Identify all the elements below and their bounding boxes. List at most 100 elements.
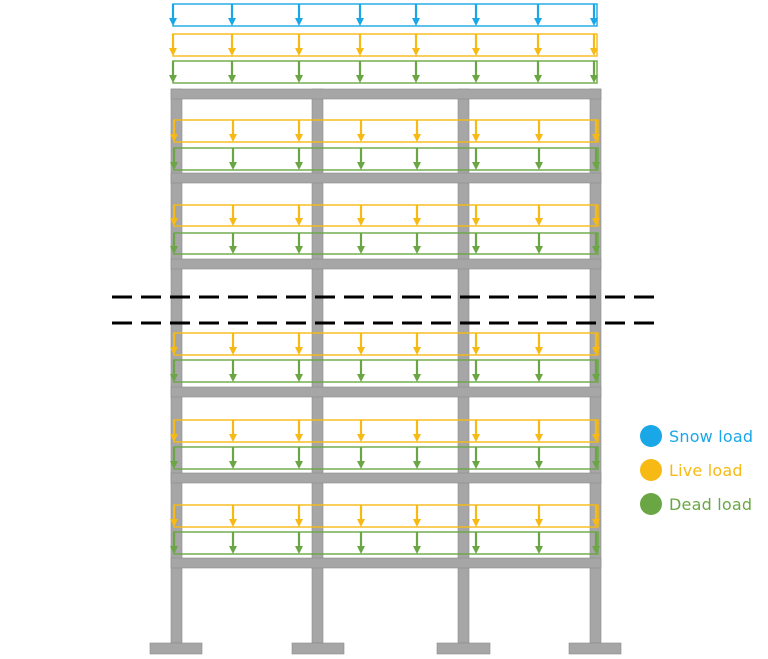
dead-load-arrow-icon <box>472 148 480 170</box>
dead-load-dot-icon <box>640 493 662 515</box>
dead-load-arrow-icon <box>295 61 303 83</box>
dead-load-arrow-icon <box>412 61 420 83</box>
snow-load-arrow-icon <box>472 4 480 26</box>
break-lines <box>112 295 662 325</box>
live-load-arrow-icon <box>295 205 303 226</box>
live-load-arrow-icon <box>229 205 237 226</box>
dead-load-arrow-icon <box>472 532 480 554</box>
beam <box>170 386 602 398</box>
footing <box>436 642 491 655</box>
dead-load-arrow-icon <box>169 61 177 83</box>
dead-load-arrow-icon <box>228 61 236 83</box>
dead-load-arrow-icon <box>295 233 303 254</box>
live-load-arrow-icon <box>590 34 598 56</box>
live-load-dot-icon <box>640 459 662 481</box>
dead-load-arrow-icon <box>170 360 178 382</box>
snow-load-arrow-icon <box>356 4 364 26</box>
legend-item-live: Live load <box>640 453 753 487</box>
dead-load-arrow-icon <box>413 447 421 469</box>
dead-load-arrow-icon <box>229 360 237 382</box>
snow-load-arrow-icon <box>228 4 236 26</box>
legend-item-dead: Dead load <box>640 487 753 521</box>
footing <box>149 642 203 655</box>
legend-item-snow: Snow load <box>640 419 753 453</box>
legend: Snow load Live load Dead load <box>640 419 753 521</box>
footing <box>568 642 622 655</box>
live-load-arrow-icon <box>228 34 236 56</box>
dead-load-arrow-icon <box>535 233 543 254</box>
live-load-arrow-icon <box>592 333 600 355</box>
live-load-arrow-icon <box>413 120 421 142</box>
dead-load-band <box>173 446 599 470</box>
live-load-arrow-icon <box>229 420 237 442</box>
footing <box>291 642 345 655</box>
live-load-arrow-icon <box>229 505 237 527</box>
dead-load-arrow-icon <box>170 233 178 254</box>
building-frame <box>149 88 622 655</box>
dead-load-arrow-icon <box>357 148 365 170</box>
live-load-arrow-icon <box>472 420 480 442</box>
snow-load-arrow-icon <box>169 4 177 26</box>
live-load-arrow-icon <box>535 420 543 442</box>
live-load-arrow-icon <box>535 505 543 527</box>
beam <box>170 172 602 184</box>
live-load-band <box>173 332 599 356</box>
dead-load-arrow-icon <box>170 148 178 170</box>
dead-load-arrow-icon <box>295 148 303 170</box>
dead-load-arrow-icon <box>592 233 600 254</box>
live-load-arrow-icon <box>592 420 600 442</box>
live-load-arrow-icon <box>357 333 365 355</box>
live-load-arrow-icon <box>472 333 480 355</box>
live-load-arrow-icon <box>535 205 543 226</box>
live-load-arrow-icon <box>413 420 421 442</box>
beam <box>170 472 602 484</box>
live-load-arrow-icon <box>295 333 303 355</box>
dead-load-arrow-icon <box>535 360 543 382</box>
live-load-arrow-icon <box>295 420 303 442</box>
live-load-arrow-icon <box>295 120 303 142</box>
snow-load-dot-icon <box>640 425 662 447</box>
dead-load-arrow-icon <box>592 447 600 469</box>
live-load-arrow-icon <box>535 120 543 142</box>
snow-load-arrow-icon <box>534 4 542 26</box>
live-load-arrow-icon <box>472 205 480 226</box>
dead-load-arrow-icon <box>295 532 303 554</box>
dead-load-arrow-icon <box>295 447 303 469</box>
live-load-arrow-icon <box>357 205 365 226</box>
dead-load-arrow-icon <box>472 447 480 469</box>
live-load-band <box>173 119 599 143</box>
dead-load-arrow-icon <box>356 61 364 83</box>
live-load-arrow-icon <box>170 420 178 442</box>
dead-load-arrow-icon <box>357 447 365 469</box>
live-load-arrow-icon <box>357 505 365 527</box>
dead-load-band <box>173 531 599 555</box>
live-load-arrow-icon <box>170 505 178 527</box>
dead-load-arrow-icon <box>535 532 543 554</box>
live-load-arrow-icon <box>170 205 178 226</box>
live-load-arrow-icon <box>295 34 303 56</box>
live-load-arrow-icon <box>356 34 364 56</box>
dead-load-arrow-icon <box>413 532 421 554</box>
dead-load-arrow-icon <box>229 148 237 170</box>
dead-load-arrow-icon <box>592 360 600 382</box>
live-load-arrow-icon <box>229 333 237 355</box>
dead-load-band <box>172 60 598 84</box>
dead-load-arrow-icon <box>229 233 237 254</box>
live-load-arrow-icon <box>412 34 420 56</box>
live-load-band <box>173 204 599 227</box>
dead-load-arrow-icon <box>472 61 480 83</box>
snow-load-arrow-icon <box>295 4 303 26</box>
live-load-arrow-icon <box>534 34 542 56</box>
dead-load-arrow-icon <box>357 233 365 254</box>
live-load-arrow-icon <box>592 205 600 226</box>
snow-load-arrow-icon <box>590 4 598 26</box>
dead-load-band <box>173 359 599 383</box>
dead-load-arrow-icon <box>413 233 421 254</box>
beam <box>170 557 602 569</box>
live-load-arrow-icon <box>295 505 303 527</box>
live-load-band <box>172 33 598 57</box>
live-load-arrow-icon <box>413 205 421 226</box>
legend-label-live: Live load <box>669 460 743 480</box>
